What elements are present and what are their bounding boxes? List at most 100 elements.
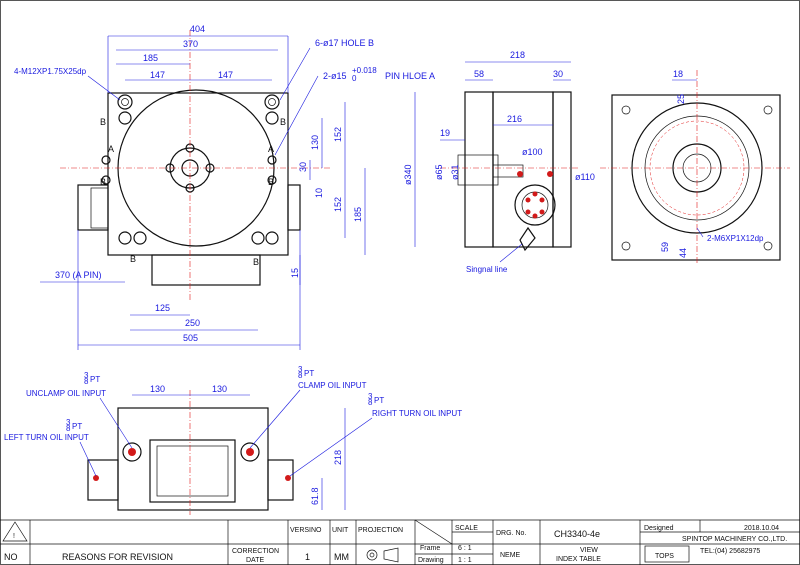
dim-dia-65: ø65 xyxy=(434,164,444,180)
tb-scale-head: SCALE xyxy=(455,525,478,532)
tb-drg-no: CH3340-4e xyxy=(554,529,600,539)
svg-text:PIN HLOE A: PIN HLOE A xyxy=(385,71,435,81)
svg-text:PT: PT xyxy=(304,369,314,378)
svg-text:PT: PT xyxy=(72,422,82,431)
callout-tap: 4-M12XP1.75X25dp xyxy=(14,67,87,76)
side-view: 218 58 30 216 19 ø100 ø110 ø340 ø65 ø31 … xyxy=(403,50,595,274)
tb-designed: Designed xyxy=(644,525,674,532)
projection-symbol-icon xyxy=(366,547,399,563)
dim-dia-110: ø110 xyxy=(575,172,595,182)
svg-text:2-ø15: 2-ø15 xyxy=(323,71,347,81)
dim-59: 59 xyxy=(660,242,670,252)
top-view-lower-block xyxy=(151,254,261,286)
dim-250: 250 xyxy=(185,318,200,328)
dim-25: 25 xyxy=(676,94,686,104)
tb-correction: CORRECTION xyxy=(232,548,279,555)
dim-10: 10 xyxy=(314,188,324,198)
tb-company: SPINTOP MACHINERY CO.,LTD. xyxy=(682,536,787,543)
top-view-body xyxy=(107,92,289,256)
tb-tel: TEL:(04) 25682975 xyxy=(700,548,760,555)
dim-130-right: 130 xyxy=(212,384,227,394)
svg-text:8: 8 xyxy=(368,398,373,407)
dim-130: 130 xyxy=(310,135,320,150)
warning-icon xyxy=(2,521,28,542)
svg-text:8: 8 xyxy=(66,424,71,433)
dim-30: 30 xyxy=(298,162,308,172)
svg-text:3: 3 xyxy=(84,371,89,380)
svg-text:3: 3 xyxy=(368,392,373,401)
dim-218: 218 xyxy=(333,450,343,465)
letter-b: B xyxy=(253,257,259,267)
dim-44: 44 xyxy=(678,248,688,258)
dim-216: 216 xyxy=(507,114,522,124)
tb-drg-no-label: DRG. No. xyxy=(496,530,526,537)
tb-drawing: Drawing xyxy=(418,557,444,564)
dim-218: 218 xyxy=(510,50,525,60)
svg-text:3: 3 xyxy=(66,418,71,427)
svg-text:RIGHT TURN OIL INPUT: RIGHT TURN OIL INPUT xyxy=(372,409,462,418)
dim-30: 30 xyxy=(553,69,563,79)
tb-view-line1: VIEW xyxy=(580,547,598,554)
tb-date: DATE xyxy=(246,557,264,564)
dim-147-right: 147 xyxy=(218,70,233,80)
callout-hole-b: 6-ø17 HOLE B xyxy=(315,38,374,48)
dim-185-vertical: 185 xyxy=(353,207,363,222)
top-view: B B A A B B B B 404 370 185 147 147 125 … xyxy=(14,24,435,350)
tb-unit-val: MM xyxy=(334,552,349,562)
tb-projection: PROJECTION xyxy=(358,527,403,534)
letter-b: B xyxy=(280,117,286,127)
company-logo-text: TOPS xyxy=(655,553,674,560)
callout-tap-m6: 2-M6XP1X12dp xyxy=(707,234,764,243)
svg-text:3: 3 xyxy=(298,365,303,374)
dim-370: 370 xyxy=(183,39,198,49)
tb-unit-head: UNIT xyxy=(332,527,349,534)
callout-pin-a: 2-ø15 +0.018 0 PIN HLOE A xyxy=(323,66,435,83)
tb-no: NO xyxy=(4,552,18,562)
dim-152-upper: 152 xyxy=(333,127,343,142)
dim-152-lower: 152 xyxy=(333,197,343,212)
dim-58: 58 xyxy=(474,69,484,79)
dim-404: 404 xyxy=(190,24,205,34)
dim-185: 185 xyxy=(143,53,158,63)
tb-frame: Frame xyxy=(420,545,440,552)
svg-text:LEFT TURN OIL INPUT: LEFT TURN OIL INPUT xyxy=(4,433,89,442)
svg-text:8: 8 xyxy=(298,371,303,380)
letter-a: A xyxy=(108,144,114,154)
letter-b: B xyxy=(130,254,136,264)
dim-18: 18 xyxy=(673,69,683,79)
port-unclamp: 3 8 PT UNCLAMP OIL INPUT xyxy=(26,371,133,449)
letter-b: B xyxy=(268,177,274,187)
tb-versino-head: VERSINO xyxy=(290,527,322,534)
letter-b: B xyxy=(100,117,106,127)
tb-neme: NEME xyxy=(500,552,521,559)
dim-19: 19 xyxy=(440,128,450,138)
svg-text:8: 8 xyxy=(84,377,89,386)
tb-date-val: 2018.10.04 xyxy=(744,525,779,532)
svg-text:CLAMP OIL INPUT: CLAMP OIL INPUT xyxy=(298,381,367,390)
dim-dia-340: ø340 xyxy=(403,164,413,185)
front-view-window xyxy=(149,439,236,503)
tb-view-line2: INDEX TABLE xyxy=(556,556,601,563)
port-clamp: 3 8 PT CLAMP OIL INPUT xyxy=(249,365,367,449)
dim-370-a-pin: 370 (A PIN) xyxy=(55,270,102,280)
svg-text:PT: PT xyxy=(90,375,100,384)
svg-text:PT: PT xyxy=(374,396,384,405)
tb-drawing-val: 1 : 1 xyxy=(458,557,472,564)
svg-text:!: ! xyxy=(13,533,15,540)
svg-text:+0.018: +0.018 xyxy=(352,66,377,75)
tb-frame-val: 6 : 1 xyxy=(458,545,472,552)
dim-dia-31: ø31 xyxy=(450,164,460,180)
dim-15: 15 xyxy=(290,268,300,278)
dim-147-left: 147 xyxy=(150,70,165,80)
dim-dia-100: ø100 xyxy=(522,147,543,157)
signal-connector xyxy=(519,226,536,252)
right-view: 18 25 59 44 2-M6XP1X12dp xyxy=(600,69,790,265)
dim-505: 505 xyxy=(183,333,198,343)
svg-text:0: 0 xyxy=(352,74,357,83)
tb-versino-val: 1 xyxy=(305,552,310,562)
title-block: ! NO REASONS FOR REVISION CORRECTION DAT… xyxy=(0,519,800,565)
dim-125: 125 xyxy=(155,303,170,313)
front-view: 130 130 218 61.8 3 8 PT UNCLAMP OIL INPU… xyxy=(4,365,462,515)
